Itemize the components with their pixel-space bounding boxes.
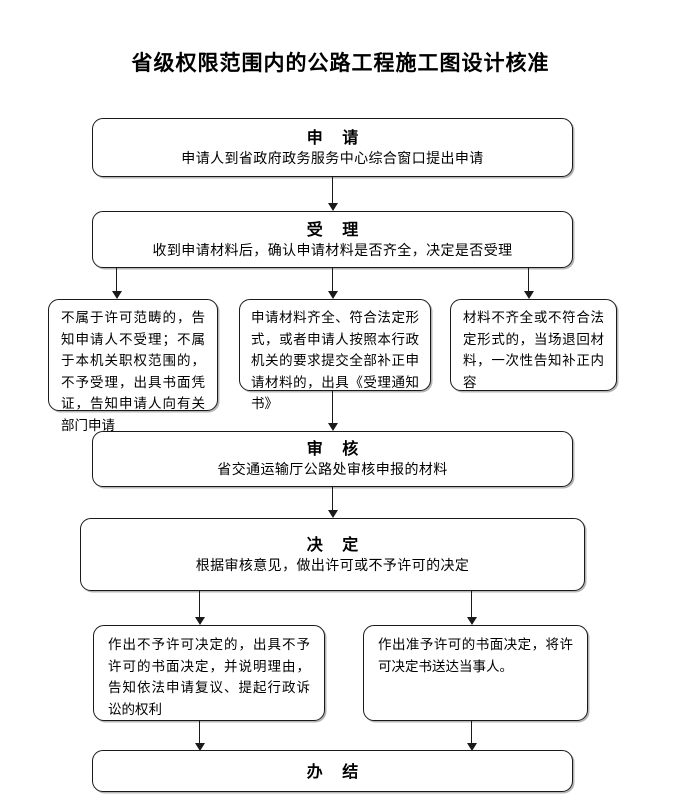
- node-branch-right-body: 材料不齐全或不符合法定形式的，当场退回材料，一次性告知补正内容: [463, 310, 604, 391]
- node-outcome-deny-body: 作出不予许可决定的，出具不予许可的书面决定，并说明理由，告知依法申请复议、提起行…: [108, 637, 310, 718]
- connector-accept-to-branch-left: [116, 268, 117, 293]
- arrowhead-decision-to-outcome-grant: [466, 617, 477, 625]
- connector-review-to-decision: [332, 487, 333, 512]
- connector-decision-to-outcome-deny: [199, 591, 200, 619]
- node-branch-middle-body: 申请材料齐全、符合法定形式，或者申请人按照本行政机关的要求提交全部补正申请材料的…: [251, 310, 419, 412]
- arrowhead-branch-middle-to-review: [327, 423, 338, 431]
- arrowhead-apply-to-accept: [327, 203, 338, 211]
- arrowhead-accept-to-branch-middle: [327, 291, 338, 299]
- node-apply-body: 申请人到省政府政务服务中心综合窗口提出申请: [181, 150, 484, 167]
- node-outcome-deny: 作出不予许可决定的，出具不予许可的书面决定，并说明理由，告知依法申请复议、提起行…: [93, 625, 325, 721]
- node-review-body: 省交通运输厅公路处审核申报的材料: [217, 462, 448, 478]
- node-review: 审 核 省交通运输厅公路处审核申报的材料: [92, 431, 573, 487]
- node-branch-right: 材料不齐全或不符合法定形式的，当场退回材料，一次性告知补正内容: [450, 299, 617, 391]
- node-decision-body: 根据审核意见，做出许可或不予许可的决定: [195, 557, 470, 574]
- arrowhead-decision-to-outcome-deny: [194, 617, 205, 625]
- node-apply-heading: 申 请: [306, 127, 366, 147]
- node-outcome-grant-body: 作出准予许可的书面决定，将许可决定书送达当事人。: [378, 637, 573, 675]
- arrowhead-outcome-deny-to-finish: [194, 743, 205, 751]
- node-accept-body: 收到申请材料后，确认申请材料是否齐全，决定是否受理: [152, 242, 513, 259]
- connector-accept-to-branch-middle: [332, 268, 333, 293]
- node-decision: 决 定 根据审核意见，做出许可或不予许可的决定: [80, 518, 585, 591]
- node-finish-heading: 办 结: [306, 761, 366, 781]
- node-accept: 受 理 收到申请材料后，确认申请材料是否齐全，决定是否受理: [92, 211, 573, 268]
- node-branch-left-body: 不属于许可范畴的，告知申请人不受理；不属于本机关职权范围的，不予受理，出具书面凭…: [61, 310, 205, 434]
- node-branch-middle: 申请材料齐全、符合法定形式，或者申请人按照本行政机关的要求提交全部补正申请材料的…: [239, 299, 431, 412]
- node-outcome-grant: 作出准予许可的书面决定，将许可决定书送达当事人。: [363, 625, 588, 721]
- arrowhead-review-to-decision: [327, 510, 338, 518]
- node-branch-left: 不属于许可范畴的，告知申请人不受理；不属于本机关职权范围的，不予受理，出具书面凭…: [48, 299, 218, 434]
- node-accept-heading: 受 理: [306, 219, 366, 239]
- connector-outcome-grant-to-finish: [471, 721, 472, 745]
- node-decision-heading: 决 定: [306, 534, 366, 554]
- node-review-heading: 审 核: [306, 439, 366, 458]
- node-finish: 办 结: [92, 750, 573, 792]
- connector-decision-to-outcome-grant: [471, 591, 472, 619]
- connector-accept-to-branch-right: [528, 268, 529, 293]
- connector-branch-middle-to-review: [332, 391, 333, 425]
- connector-outcome-deny-to-finish: [199, 721, 200, 745]
- arrowhead-accept-to-branch-right: [523, 291, 534, 299]
- connector-apply-to-accept: [332, 177, 333, 205]
- page-title: 省级权限范围内的公路工程施工图设计核准: [131, 51, 550, 75]
- arrowhead-outcome-grant-to-finish: [466, 743, 477, 751]
- arrowhead-accept-to-branch-left: [111, 291, 122, 299]
- node-apply: 申 请 申请人到省政府政务服务中心综合窗口提出申请: [92, 118, 573, 177]
